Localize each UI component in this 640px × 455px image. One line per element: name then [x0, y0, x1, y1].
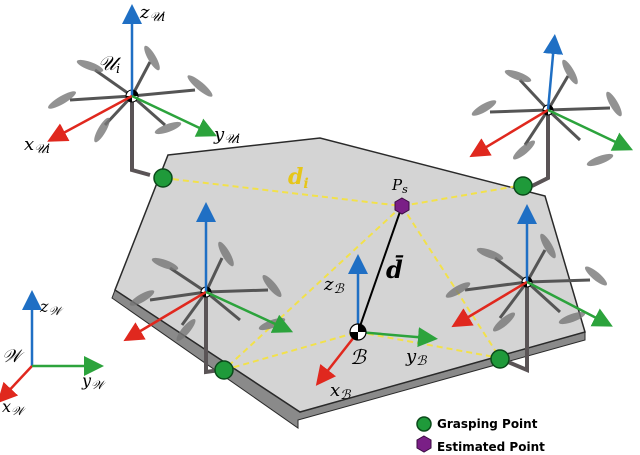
diagram-labels: z𝒰i 𝒰i x𝒰i y𝒰i di Ps d̄ zℬ ℬ yℬ xℬ z𝒲 𝒲 …	[2, 2, 427, 418]
legend-grasping-label: Grasping Point	[437, 417, 538, 431]
legend-estimated-label: Estimated Point	[437, 440, 545, 454]
label-y-w: y𝒲	[81, 371, 107, 392]
label-x-b: xℬ	[330, 380, 351, 403]
label-x-ui: x𝒰i	[24, 134, 50, 157]
label-z-w: z𝒲	[39, 297, 64, 318]
dashed-connections	[162, 177, 524, 371]
grasping-points	[153, 168, 533, 380]
label-y-ui: y𝒰i	[213, 124, 240, 147]
label-z-ui: z𝒰i	[139, 2, 165, 25]
d-bar-line	[357, 205, 403, 333]
legend-estimated: Estimated Point	[416, 435, 545, 454]
grasping-point-icon	[416, 416, 432, 432]
drone-bottom-right	[445, 233, 608, 332]
body-frame	[315, 254, 438, 386]
label-z-b: zℬ	[323, 274, 344, 297]
drone-bottom-left	[129, 241, 286, 342]
estimated-point-icon	[416, 435, 432, 453]
label-u-i: 𝒰i	[98, 51, 122, 77]
legend-grasping: Grasping Point	[416, 416, 538, 432]
drone-axes	[47, 4, 634, 342]
label-d-bar: d̄	[386, 255, 404, 284]
label-b: ℬ	[350, 345, 367, 369]
estimated-point	[394, 197, 410, 215]
label-y-b: yℬ	[405, 346, 427, 369]
label-w: 𝒲	[2, 346, 25, 367]
world-frame	[0, 290, 104, 404]
legend: Grasping Point Estimated Point	[416, 416, 545, 454]
label-p-s: Ps	[391, 176, 408, 196]
label-x-w: x𝒲	[2, 397, 27, 418]
label-d-i: di	[288, 164, 309, 192]
drone-top-right	[471, 59, 622, 167]
drone-top-left	[48, 45, 213, 143]
